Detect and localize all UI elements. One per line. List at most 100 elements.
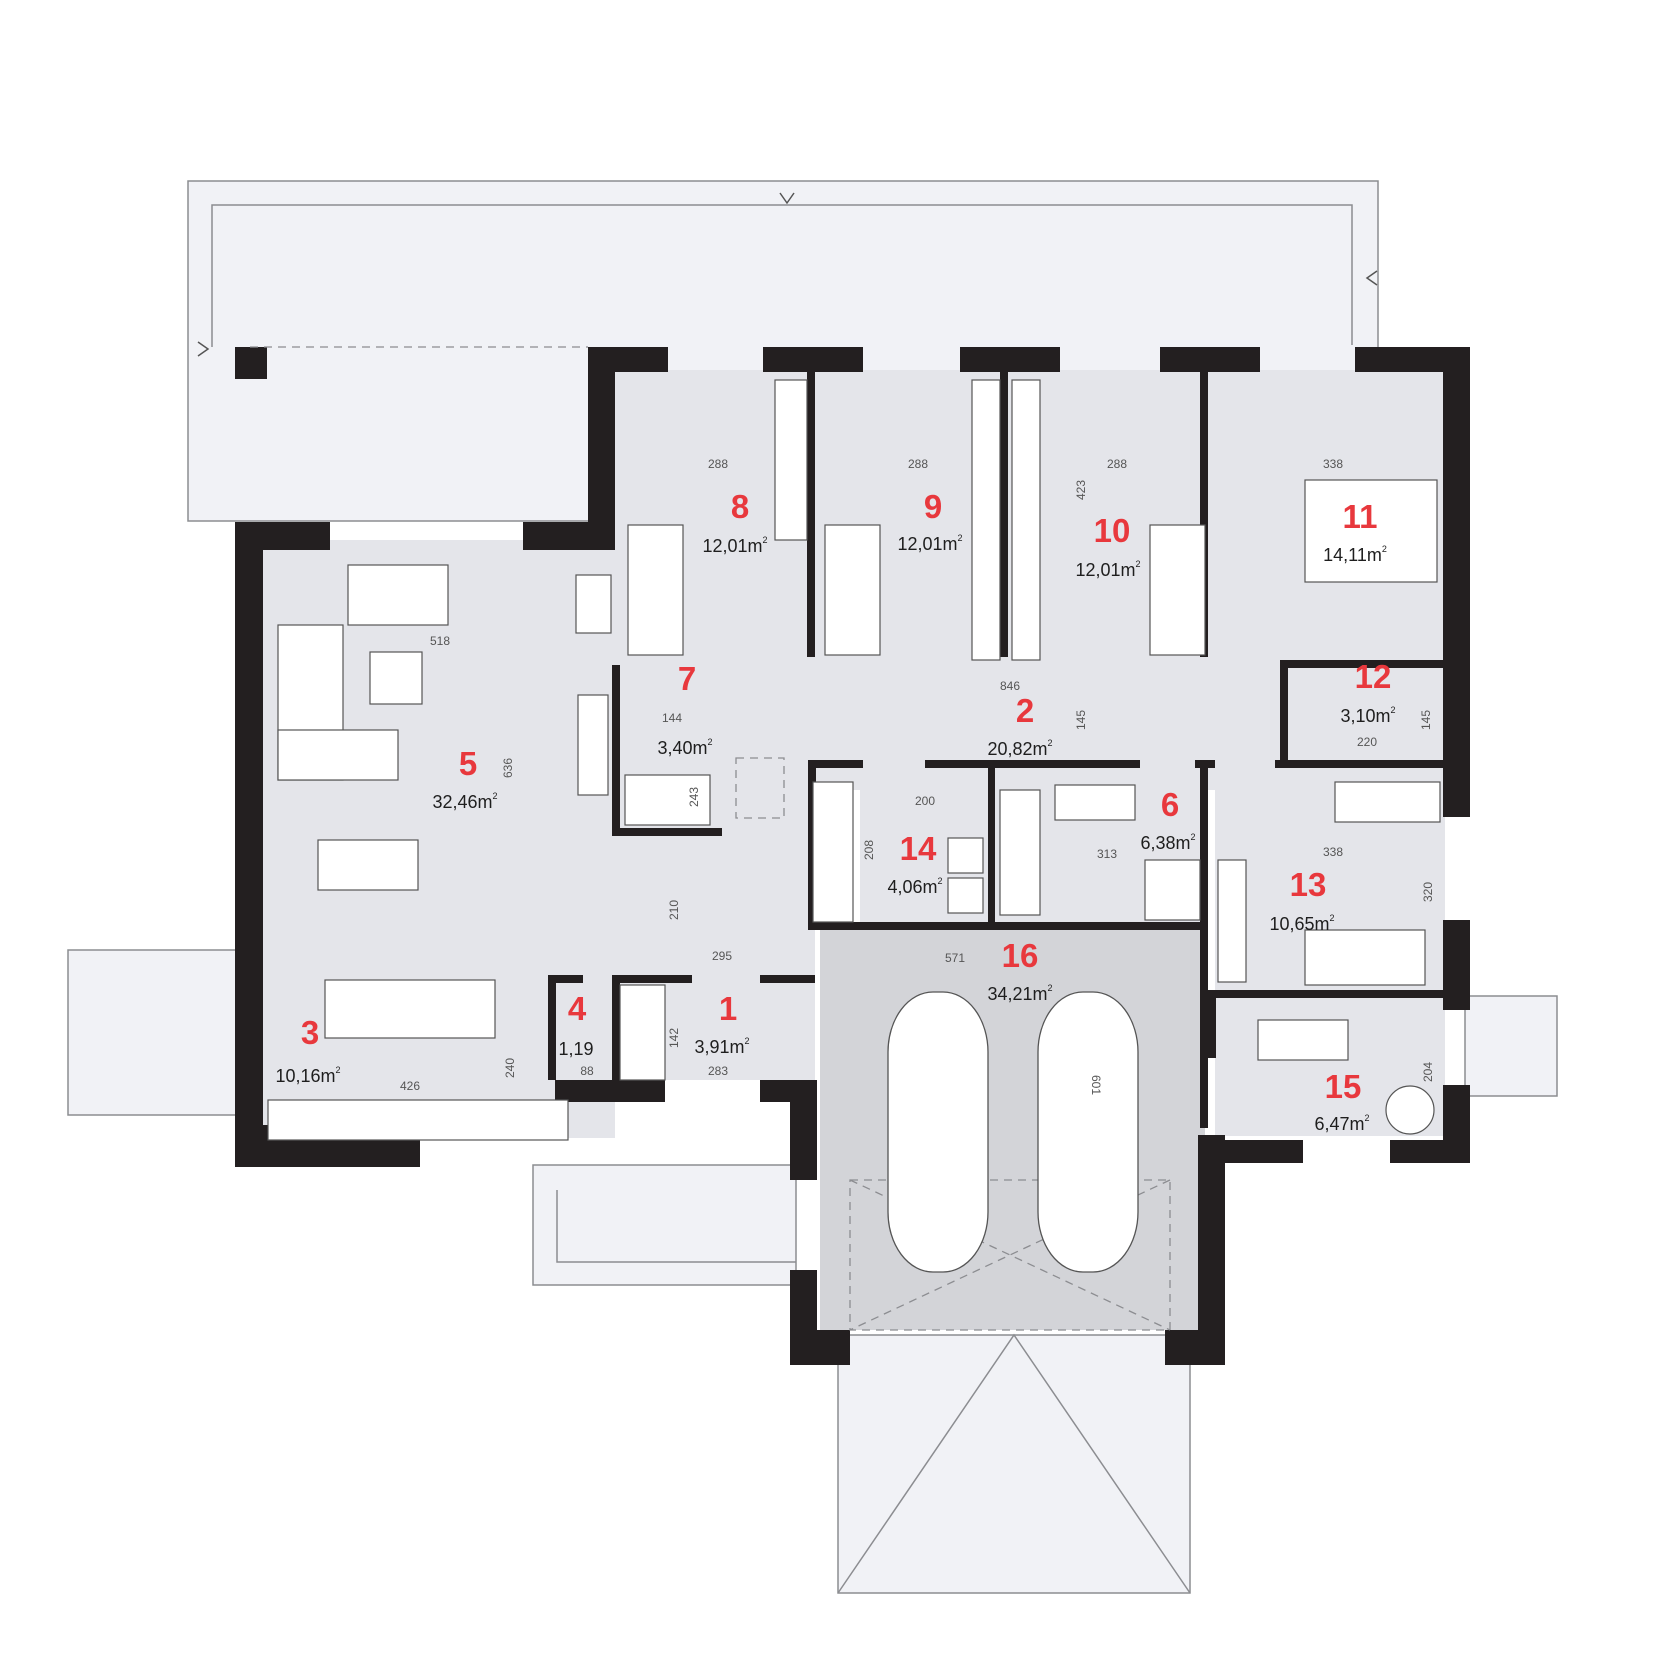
room-7-area: 3,40m2	[657, 737, 712, 758]
room-7-number: 7	[678, 660, 696, 697]
dim-room12-width: 220	[1357, 735, 1377, 749]
room-13-area: 10,65m2	[1269, 913, 1334, 934]
wall-left	[235, 522, 263, 1167]
wall-room7-bottom	[612, 828, 722, 836]
wall-bottom-right2	[1390, 1140, 1470, 1163]
bed-9	[824, 524, 881, 656]
dim-room16-width: 571	[945, 951, 965, 965]
dim-room13-height: 320	[1421, 882, 1435, 902]
dim-room1-height: 142	[667, 1028, 681, 1048]
room-5-number: 5	[459, 745, 477, 782]
arrow-right	[1365, 270, 1378, 286]
dim-room9-width: 288	[908, 457, 928, 471]
dimension-labels: 283 142 846 145 426 240 88 518 636 313 1…	[400, 457, 1435, 1095]
wardrobe-corr	[812, 781, 854, 923]
wall-room12	[1280, 660, 1288, 760]
floor-hall	[665, 975, 815, 1080]
wall-corr-2	[808, 922, 1208, 930]
dim-room3-width: 426	[400, 1079, 420, 1093]
room-15-number: 15	[1325, 1068, 1362, 1105]
room-16-area: 34,21m2	[987, 983, 1052, 1004]
room-3-number: 3	[301, 1014, 319, 1051]
wall-boiler-left	[1208, 998, 1216, 1058]
wall-top	[588, 347, 668, 372]
room-11-number: 11	[1343, 498, 1378, 535]
room-15-area: 6,47m2	[1314, 1113, 1369, 1134]
dim-hall-depth: 295	[712, 949, 732, 963]
cars	[887, 991, 1139, 1273]
room-14-number: 14	[900, 830, 937, 867]
attic-hatch	[735, 757, 785, 819]
room-16-number: 16	[1002, 937, 1039, 974]
dim-room1-width: 283	[708, 1064, 728, 1078]
arrow-top	[779, 192, 795, 205]
dim-room2-height: 145	[1074, 710, 1088, 730]
wall-hall-top	[612, 975, 692, 983]
bed-8	[627, 524, 684, 656]
car-right	[1037, 991, 1139, 1273]
room-4-area: 1,19	[558, 1039, 593, 1059]
car-left	[887, 991, 989, 1273]
wall-room4	[548, 975, 556, 1080]
wall-upper-left	[588, 347, 615, 547]
wall-corr-4	[925, 760, 1140, 768]
wall-room12-top	[1280, 660, 1445, 668]
room-8-number: 8	[731, 488, 749, 525]
room-13-number: 13	[1290, 866, 1327, 903]
arrow-left	[197, 341, 210, 357]
desk-13	[1334, 781, 1441, 823]
dim-room13-width: 338	[1323, 845, 1343, 859]
wall-top-3	[960, 347, 1060, 372]
wall-room7	[612, 665, 620, 835]
shower-6	[1144, 859, 1201, 921]
dim-room2-width: 846	[1000, 679, 1020, 693]
dim-room11-width: 338	[1323, 457, 1343, 471]
garage-door-zone	[849, 1179, 1171, 1331]
dim-room14-width: 200	[915, 794, 935, 808]
room-12-number: 12	[1355, 658, 1392, 695]
dim-room6-width: 313	[1097, 847, 1117, 861]
pillar	[235, 347, 267, 379]
wall-garage-right	[1198, 1135, 1225, 1365]
wall-garage-left-bottom	[790, 1330, 850, 1365]
wardrobe-9	[971, 379, 1001, 661]
wall-bath-right	[1200, 768, 1208, 1128]
wall-bottom-mid2	[760, 1080, 817, 1102]
room-labels: 1 3,91m2 2 20,82m2 3 10,16m2 4 1,19 5 32…	[275, 488, 1395, 1134]
furniture	[267, 379, 1441, 1141]
dim-room8-width: 288	[708, 457, 728, 471]
sofa-13	[1304, 929, 1426, 986]
room-12-area: 3,10m2	[1340, 705, 1395, 726]
dim-room10-width: 288	[1107, 457, 1127, 471]
wall-bottom-mid	[555, 1080, 665, 1102]
wall-top-4	[1160, 347, 1260, 372]
dining-table	[317, 839, 419, 891]
left-terrace	[67, 949, 237, 1116]
dim-room12-height: 145	[1419, 710, 1433, 730]
wall-bottom-right	[1215, 1140, 1303, 1163]
sofa-chaise	[277, 729, 399, 781]
wall-room13-top	[1275, 760, 1445, 768]
wardrobe-10	[1011, 379, 1041, 661]
wall-garage-right-bottom	[1165, 1330, 1225, 1365]
wall-bed-10	[1200, 372, 1208, 657]
wall-bed-8	[807, 372, 815, 657]
room-6-number: 6	[1161, 786, 1179, 823]
boiler-stove	[1257, 1019, 1349, 1061]
room-10-number: 10	[1094, 512, 1131, 549]
wall-hall-top2	[760, 975, 815, 983]
dim-room7-height: 243	[687, 787, 701, 807]
fireplace	[575, 574, 612, 634]
bed-11	[1304, 479, 1438, 583]
room-14-area: 4,06m2	[887, 876, 942, 897]
room-8-area: 12,01m2	[702, 535, 767, 556]
wall-top-left	[235, 522, 330, 550]
kitchen-island	[324, 979, 496, 1039]
dim-room3-height: 240	[503, 1058, 517, 1078]
coffee-table	[369, 651, 423, 705]
front-step-inner	[556, 1190, 796, 1263]
front-entrance-step	[532, 1164, 797, 1286]
room-5-area: 32,46m2	[432, 791, 497, 812]
room-3-area: 10,16m2	[275, 1065, 340, 1086]
dim-room14-height: 208	[862, 840, 876, 860]
